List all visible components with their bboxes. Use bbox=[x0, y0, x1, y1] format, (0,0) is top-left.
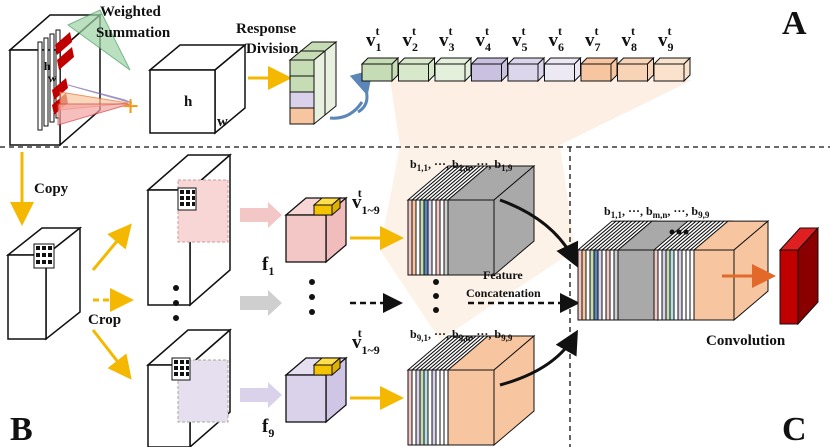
crop-box-top bbox=[146, 153, 232, 307]
hw-feature-box bbox=[147, 43, 248, 135]
fan-green bbox=[67, 9, 131, 71]
vector-label: v8t bbox=[622, 24, 638, 54]
feature-stack-top bbox=[406, 164, 536, 277]
plus-icon: + bbox=[122, 90, 139, 123]
feature-slab bbox=[406, 165, 454, 276]
division-label: Division bbox=[246, 41, 299, 57]
arrow-pink bbox=[240, 202, 282, 228]
v-range-bottom-label: v1~9t bbox=[352, 326, 380, 357]
f9-feature-box bbox=[284, 356, 348, 424]
vector-label: v4t bbox=[476, 24, 492, 54]
concat-arrow-top bbox=[499, 198, 579, 268]
convolution-label: Convolution bbox=[706, 333, 786, 349]
feature-slab bbox=[406, 335, 454, 446]
feature-slab-front bbox=[446, 334, 536, 447]
vector-box bbox=[579, 56, 619, 83]
feature-slab-front bbox=[446, 164, 536, 277]
v-range-top-label: v1~9t bbox=[352, 186, 380, 217]
vector-box-row bbox=[360, 56, 692, 83]
division-cube bbox=[288, 40, 338, 126]
copy-box bbox=[5, 226, 83, 341]
crop-arrow-up bbox=[91, 223, 132, 271]
fan-purple bbox=[67, 84, 133, 104]
crop-box-bottom bbox=[146, 328, 232, 447]
arrow-lavender bbox=[240, 382, 282, 408]
vector-box bbox=[616, 56, 655, 83]
vector-label: v2t bbox=[403, 24, 419, 54]
w-label: w bbox=[217, 114, 228, 130]
feature-slab bbox=[592, 220, 634, 321]
vector-box bbox=[652, 56, 692, 83]
f9-label: f9 bbox=[262, 416, 274, 440]
f1-feature-box bbox=[284, 196, 348, 264]
concatenation-label: Concatenation bbox=[466, 286, 541, 300]
panel-c-label: C bbox=[782, 411, 807, 447]
b-right-label: b1,1, ···, bm,n, ···, b9,9 bbox=[604, 204, 710, 220]
vector-label-row: v1t v2t v3t v4t v5t v6t v7t v8t v9t bbox=[366, 24, 674, 54]
vector-label: v3t bbox=[439, 24, 455, 54]
feature-stack-bottom bbox=[406, 334, 536, 447]
crop-label: Crop bbox=[88, 312, 121, 328]
projection-fan-top bbox=[390, 80, 692, 145]
copy-label: Copy bbox=[34, 181, 69, 197]
vector-label: v6t bbox=[549, 24, 565, 54]
concat-stack-right bbox=[652, 220, 770, 322]
small-h-label: h bbox=[44, 59, 51, 73]
response-label: Response bbox=[236, 21, 296, 37]
small-w-label: w bbox=[48, 71, 57, 85]
vector-box bbox=[470, 56, 509, 83]
crop-arrow-down bbox=[91, 329, 132, 380]
vector-box bbox=[360, 56, 400, 83]
f1-label: f1 bbox=[262, 254, 274, 278]
b-bottom-label: b9,1, ···, b9,n, ···, b9,9 bbox=[410, 327, 513, 343]
weighted-label: Weighted bbox=[100, 4, 161, 20]
b-top-label: b1,1, ···, b1,n, ···, b1,9 bbox=[410, 157, 513, 173]
vector-box bbox=[543, 56, 582, 83]
feature-slab bbox=[576, 220, 618, 321]
conv-output-block bbox=[778, 226, 820, 326]
ellipsis-dot bbox=[173, 285, 179, 291]
arrow-gray bbox=[240, 290, 282, 316]
feature-slab bbox=[652, 220, 694, 321]
vector-box bbox=[506, 56, 546, 83]
feature-label: Feature bbox=[483, 268, 523, 282]
panel-b-label: B bbox=[10, 411, 33, 447]
h-label: h bbox=[184, 94, 193, 110]
vector-label: v9t bbox=[658, 24, 674, 54]
summation-label: Summation bbox=[96, 25, 171, 41]
vector-label: v1t bbox=[366, 24, 382, 54]
concat-arrow-bottom bbox=[499, 329, 578, 387]
vector-box bbox=[433, 56, 473, 83]
vector-label: v5t bbox=[512, 24, 528, 54]
fan-red bbox=[57, 103, 131, 126]
panel-a-label: A bbox=[782, 5, 807, 42]
feature-slab-front bbox=[692, 220, 770, 322]
curved-blue-arrow bbox=[329, 101, 364, 120]
vector-label: v7t bbox=[585, 24, 601, 54]
vector-box bbox=[397, 56, 436, 83]
